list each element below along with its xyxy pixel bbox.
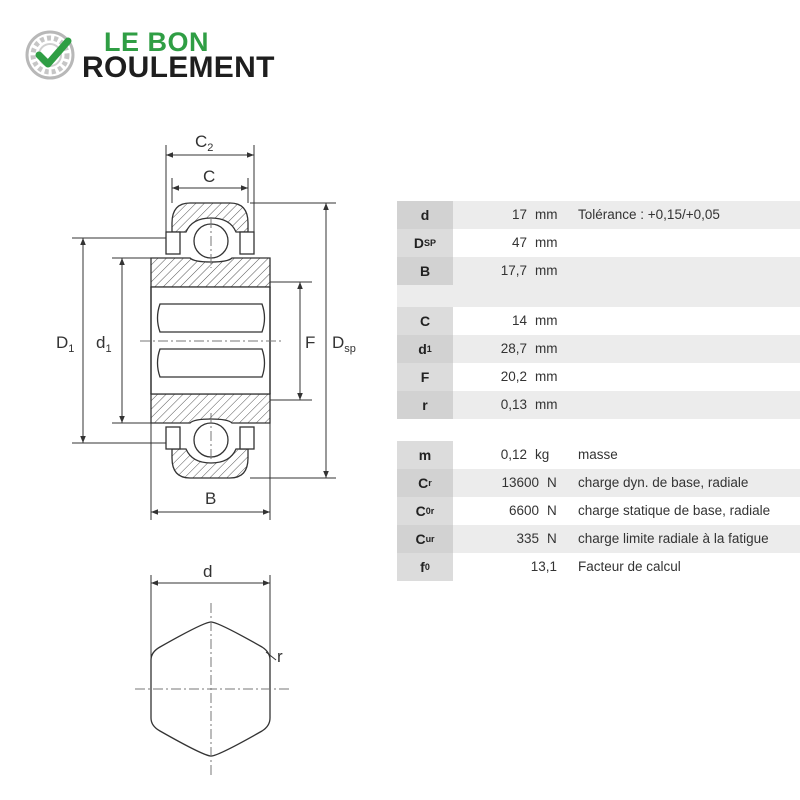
spec-description: Tolérance : +0,15/+0,05 — [578, 207, 720, 222]
brand-line1: LE BON — [104, 27, 210, 57]
label-b: B — [205, 489, 216, 508]
spec-symbol: r — [397, 391, 453, 419]
label-d1-outer: D1 — [56, 333, 74, 355]
spec-description: masse — [578, 447, 618, 462]
label-f: F — [305, 333, 315, 352]
label-dsp: Dsp — [332, 333, 356, 355]
center-lines — [140, 218, 282, 463]
spec-symbol: B — [397, 257, 453, 285]
spec-symbol: d — [397, 201, 453, 229]
spec-description: Facteur de calcul — [578, 559, 681, 574]
label-d1-inner: d1 — [96, 333, 112, 355]
bearing-cross-section — [150, 202, 271, 479]
brand-line2: ROULEMENT — [82, 51, 275, 84]
hex-bore-view: d r — [135, 562, 292, 775]
bearing-check-icon — [25, 30, 75, 80]
spec-group-separator — [397, 285, 800, 307]
brand-logo[interactable]: LE BON ROULEMENT — [24, 26, 304, 86]
label-d: d — [203, 562, 212, 581]
spec-symbol: F — [397, 363, 453, 391]
bearing-technical-drawing: C2 C D1 d1 F Dsp B d r — [56, 132, 356, 775]
spec-symbol: C — [397, 307, 453, 335]
spec-symbol: m — [397, 441, 453, 469]
label-c: C — [203, 167, 215, 186]
label-c2: C2 — [195, 132, 213, 154]
spec-description: charge limite radiale à la fatigue — [578, 531, 769, 546]
label-r: r — [277, 647, 283, 666]
dimension-lines — [72, 145, 336, 520]
spec-description: charge statique de base, radiale — [578, 503, 771, 518]
spec-group-separator — [397, 419, 800, 441]
spec-value: 13,1 — [530, 559, 557, 574]
spec-description: charge dyn. de base, radiale — [578, 475, 749, 490]
